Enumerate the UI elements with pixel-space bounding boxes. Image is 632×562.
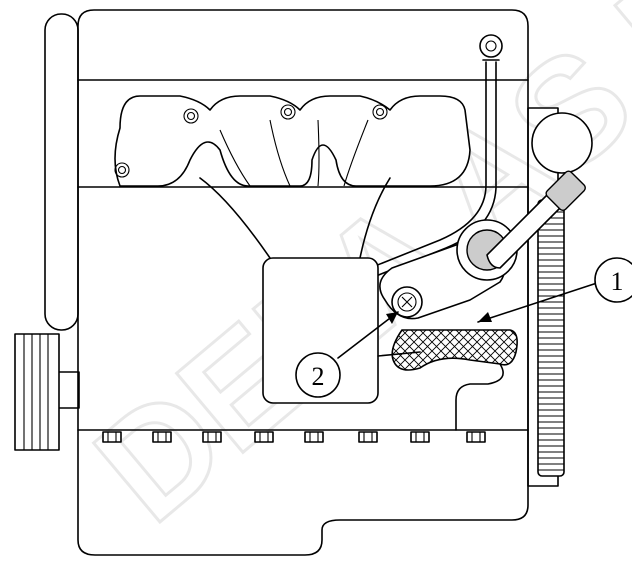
alternator [531,112,593,174]
callout-1-circle [594,257,632,303]
pad-lead [377,351,504,431]
pan-bolt [152,431,172,443]
cross-hatched-pad [391,329,518,371]
pan-bolt [304,431,324,443]
manifold-runners [219,119,369,187]
center-cover [262,257,379,404]
exhaust-manifold [114,95,471,187]
manifold-bolts [114,104,388,178]
pan-bolt [410,431,430,443]
timing-belt-cover [44,13,79,331]
callout-2: 2 [295,311,399,398]
oil-pan-bolts [102,431,486,443]
engine-block [77,9,529,556]
sensor-bolt [391,286,423,318]
crank-pulley [14,333,80,451]
pan-bolt [102,431,122,443]
flywheel-gear [537,199,565,477]
manifold-downpipe [199,177,391,259]
callout-1-label: 1 [611,267,624,296]
pan-bolt [254,431,274,443]
pan-bolt [466,431,486,443]
callout-2-label: 2 [312,362,325,391]
lever-arm [486,170,586,269]
pan-bolt [358,431,378,443]
pan-bolt [202,431,222,443]
callout-1: 1 [477,257,632,323]
callout-2-circle [295,352,341,398]
